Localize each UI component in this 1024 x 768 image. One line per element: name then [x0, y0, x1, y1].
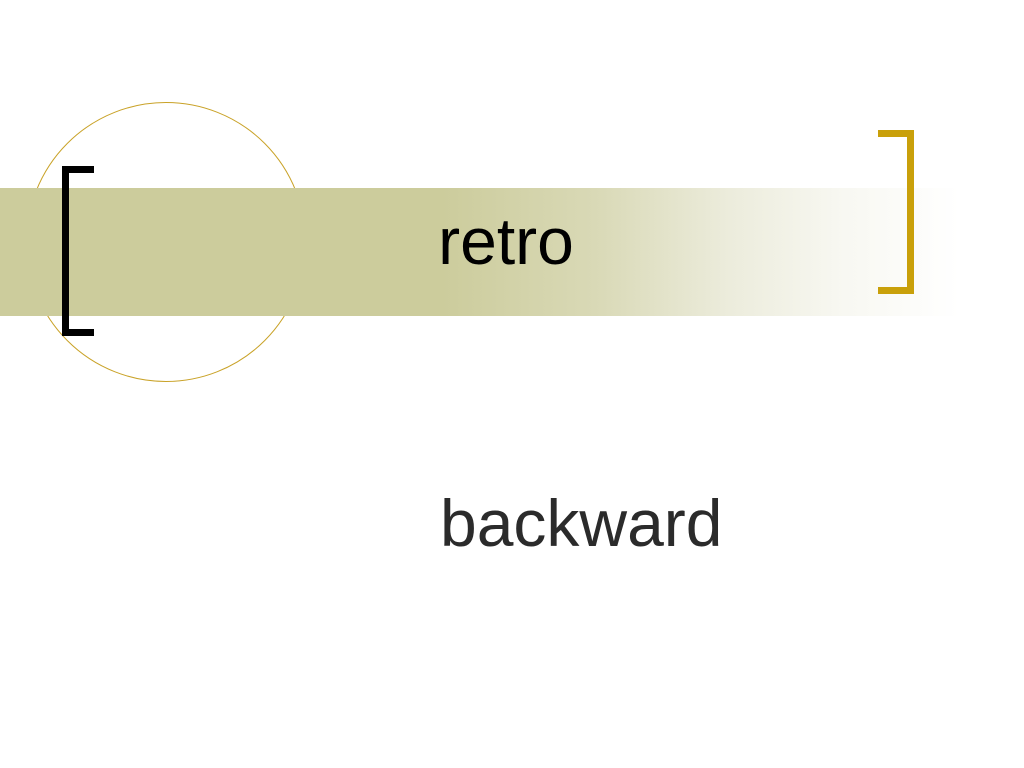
slide-body-text: backward	[440, 486, 723, 560]
right-bracket-icon	[878, 130, 914, 294]
slide-title: retro	[438, 204, 574, 278]
left-bracket-icon	[62, 166, 94, 336]
title-band	[0, 188, 960, 316]
